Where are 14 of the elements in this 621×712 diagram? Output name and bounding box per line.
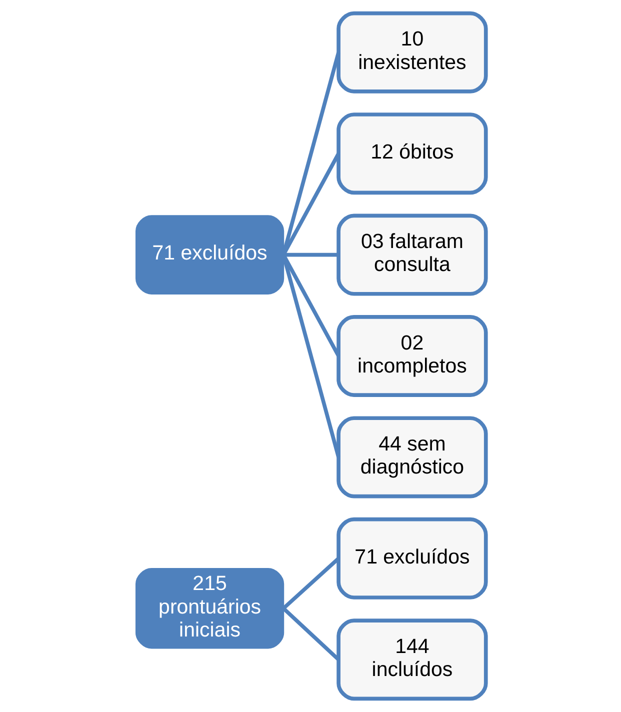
node-box: 02 incompletos <box>336 315 488 397</box>
node-box: 12 óbitos <box>336 112 488 195</box>
connector <box>281 52 340 256</box>
node-box: 03 faltaram consulta <box>336 214 488 296</box>
node-box: 44 sem diagnóstico <box>336 416 488 498</box>
node-box: 144 incluídos <box>336 618 488 701</box>
connector <box>282 252 338 257</box>
connector <box>281 254 340 458</box>
node-box: 10 inexistentes <box>336 11 488 94</box>
node-box: 71 excluídos <box>336 517 488 600</box>
node-box: 71 excluídos <box>134 215 284 294</box>
node-box: 215 prontuários iniciais <box>134 568 284 649</box>
connector <box>282 606 340 662</box>
connector <box>282 557 340 610</box>
